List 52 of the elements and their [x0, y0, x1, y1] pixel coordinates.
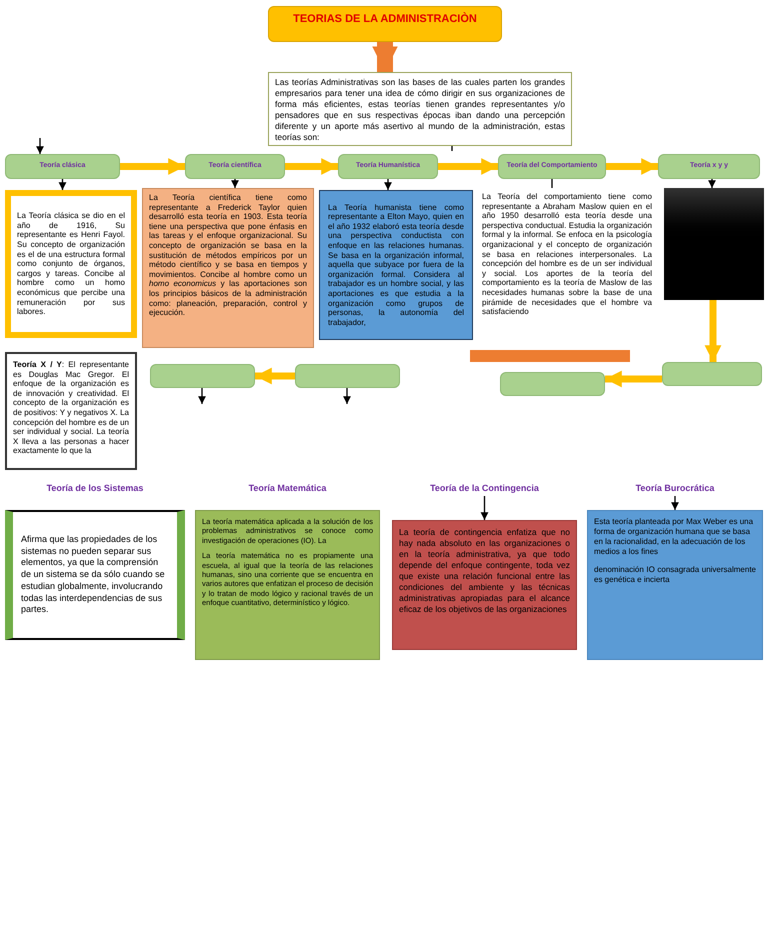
theory-box	[5, 154, 120, 179]
section-heading: Teoría Matemática	[195, 482, 380, 496]
arrow	[343, 388, 351, 404]
description-text: Esta teoría planteada por Max Weber es una forma de organización humana que se basa en la racionalidad, en la adecuación de los medios a los fines	[594, 517, 754, 557]
description-text: La Teoría humanista tiene como representante a Elton Mayo, quien en el año 1932 elaboró esta teoría desde una perspectiva conductista con enfoque en las relaciones humanas. Se basa en la organización informal, aquella que subyace por fuera de la organización formal. Considera al trabajador es un hombre social, y las aportaciones es que estudia a la organización como grupos de personas, la autonomía del trabajador,	[328, 202, 464, 328]
arrow	[198, 388, 206, 404]
description-box	[5, 190, 137, 338]
arrow	[372, 42, 398, 72]
empty-box	[662, 362, 762, 386]
arrow	[480, 496, 488, 520]
theory-box	[338, 154, 438, 179]
arrow	[384, 179, 392, 190]
theory-box	[658, 154, 760, 179]
description-text: denominación IO consagrada universalmente es genética e incierta	[594, 565, 756, 585]
section-heading: Teoría de la Contingencia	[392, 482, 577, 496]
arrow	[120, 158, 185, 175]
arrow	[704, 300, 722, 362]
description-text: Teoría X / Y: El representante es Douglas Mac Gregor. El enfoque de la organización es de innovación y creatividad. El concepto de la organización es de positivos: Y y negativos X. La concepción del hombre es de un ser individual y social. La teoría X lleva a las personas a hacer exactamente lo que la	[13, 360, 129, 456]
description-text: Afirma que las propiedades de los sistemas no pueden separar sus elementos, ya que la comprensión de un sistema se da sólo cuando se estudian globalmente, involucrando todas las interdependencias de sus partes.	[21, 534, 166, 616]
empty-box	[295, 364, 400, 388]
description-box	[319, 190, 473, 340]
description-box	[5, 510, 185, 640]
description-box	[142, 188, 314, 348]
description-box	[587, 510, 763, 660]
section-heading: Teoría Burocrática	[587, 482, 763, 496]
arrow	[606, 158, 658, 175]
empty-box	[664, 188, 764, 300]
description-box	[5, 352, 137, 470]
intro-text: Las teorías Administrativas son las bases de las cuales parten los grandes empresarios para tener una idea de cómo dirigir en sus organizaciones de forma más eficientes, estas teorías tienen grandes representantes y/o pensadores que en sus respectivas épocas iban dando una percepción diferente y un aporte más asertivo al mundo de la administración, estas teorías son:	[275, 77, 565, 144]
empty-box	[500, 372, 605, 396]
description-box	[392, 520, 577, 650]
section-heading: Teoría de los Sistemas	[5, 482, 185, 496]
title-text: TEORIAS DE LA ADMINISTRACIÒN	[293, 11, 477, 27]
arrow	[438, 158, 498, 175]
arrow	[708, 179, 716, 188]
description-text: La Teoría clásica se dio en el año de 1916, Su representante es Henri Fayol. Su concepto de organización es el de una estructura formal como conjunto de órganos, cargos y tareas. Concibe al hombre como un homo económicus que percibe una remuneración por sus labores.	[17, 211, 125, 317]
description-text: La Teoría científica tiene como representante a Frederick Taylor quien desarrolló esta teoría en 1903. Esta teoría tiene una perspectiva que pone énfasis en las tareas y el enfoque organizacional. Su concepto de organización se basa en la sustitución de métodos empíricos por un método científico y se basa en tiempos y movimientos. Concibe al hombre como un homo economicus y las aportaciones son los principios básicos de la administración como: planeación, preparación, control y ejecución.	[149, 193, 307, 318]
arrow	[605, 370, 662, 388]
title-box	[268, 6, 502, 42]
arrow	[231, 179, 239, 188]
arrow	[58, 179, 66, 190]
description-box	[195, 510, 380, 660]
theory-box	[498, 154, 606, 179]
empty-box	[150, 364, 255, 388]
arrow	[671, 496, 679, 510]
empty-box	[470, 350, 630, 362]
arrow	[285, 158, 338, 175]
description-text: La teoría de contingencia enfatiza que no hay nada absoluto en las organizaciones o en la teoría administrativa, ya que todo depende del enfoque contingente, toda vez que existe una relación funcional entre las condiciones del ambiente y las técnicas administrativas apropiadas para el alcance eficaz de los objetivos de las organizaciones	[399, 527, 570, 616]
arrow	[36, 138, 44, 154]
theory-box	[185, 154, 285, 179]
arrow	[255, 368, 295, 384]
description-text: La Teoría del comportamiento tiene como representante a Abraham Maslow quien en el año 1950 desarrolló esta teoría desde una perspectiva conductual. Estudia la organización formal y la informal. Se enfoca en la psicología organizacional y el concepto de organización se basa en relaciones interpersonales. La concepción del hombre es de un ser individual y social. Los aportes de la teoría del comportamiento es la teoría de Maslow de las necesidades humanas sobre la base de una pirámide de necesidades que el hombre va satisfaciendo	[482, 192, 652, 317]
